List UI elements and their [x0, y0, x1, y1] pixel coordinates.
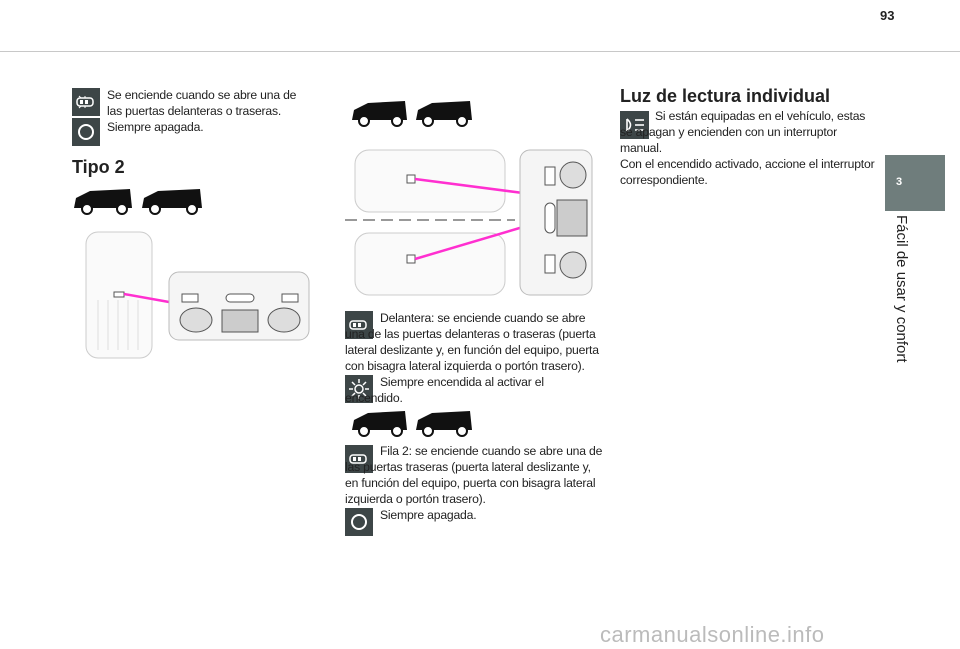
reading-light-icon: [620, 111, 649, 139]
chapter-title: Fácil de usar y confort: [893, 215, 910, 363]
sun-on-icon: [345, 375, 373, 403]
section-title: Luz de lectura individual: [620, 86, 831, 106]
section-title: Tipo 2: [72, 157, 125, 177]
middle-item-text: Siempre encendida al activar el encendid…: [345, 375, 544, 405]
middle-text-block-front: Delantera: se enciende cuando se abre un…: [345, 310, 603, 406]
middle-item-text: Delantera: se enciende cuando se abre un…: [345, 311, 599, 373]
right-paragraph: Con el encendido activado, accione el in…: [620, 157, 875, 187]
header-divider: [0, 51, 960, 52]
chapter-tab[interactable]: [885, 155, 945, 211]
van-icons: [352, 101, 472, 127]
circle-off-icon: [345, 508, 373, 536]
ceiling-lights-diagram: [345, 149, 593, 296]
left-text-block: Se enciende cuando se abre una de las pu…: [107, 87, 312, 135]
middle-text-block-row2: Fila 2: se enciende cuando se abre una d…: [345, 443, 603, 523]
watermark: carmanualsonline.info: [600, 622, 825, 647]
van-icons: [74, 189, 202, 215]
chapter-number: 3: [896, 176, 903, 188]
type2-ceiling-light-diagram: [85, 231, 310, 359]
middle-item-text: Fila 2: se enciende cuando se abre una d…: [345, 444, 603, 506]
middle-item-text: Siempre apagada.: [380, 508, 477, 522]
van-icons: [352, 411, 472, 437]
page-number: 93: [880, 8, 895, 23]
circle-off-icon: [72, 118, 100, 146]
door-open-car-icon: [345, 311, 373, 339]
right-item-text: Si están equipadas en el vehículo, estas…: [620, 109, 866, 155]
door-open-car-icon: [345, 445, 373, 473]
door-open-car-icon: [72, 88, 100, 116]
left-item-text: Se enciende cuando se abre una de las pu…: [107, 88, 297, 118]
right-text-block: Si están equipadas en el vehículo, estas…: [620, 108, 878, 188]
left-item-text: Siempre apagada.: [107, 120, 204, 134]
